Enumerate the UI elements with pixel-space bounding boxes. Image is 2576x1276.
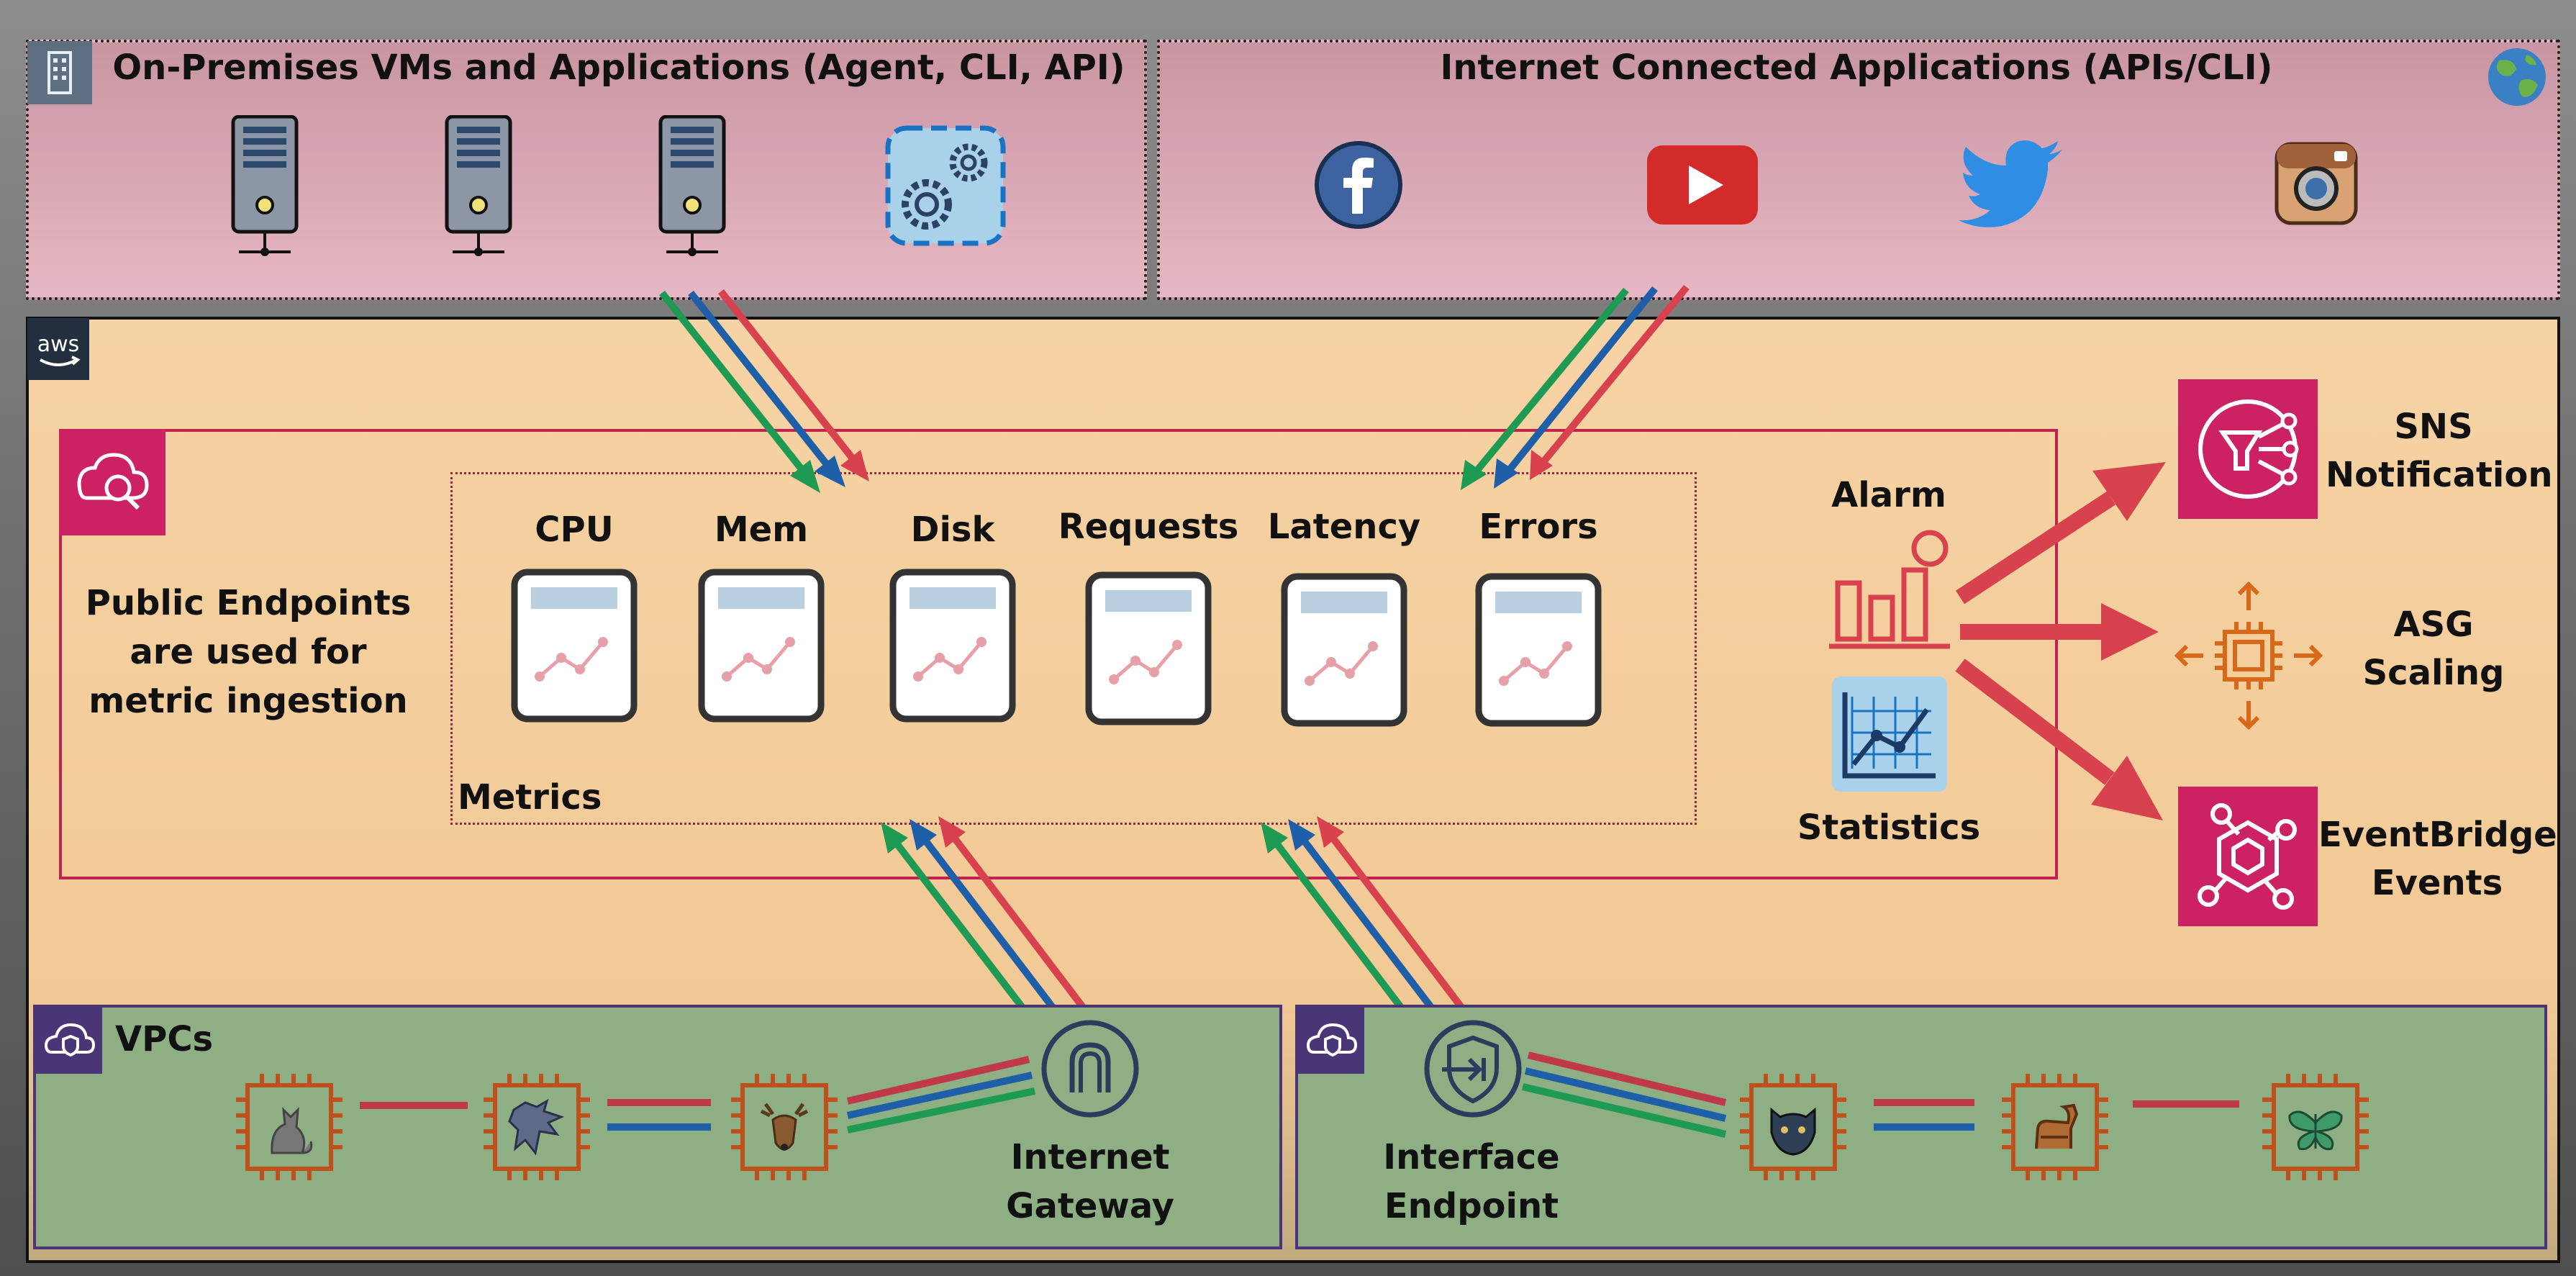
statistics-icon bbox=[1831, 675, 1949, 793]
eventbridge-icon bbox=[2178, 787, 2318, 926]
interface-endpoint-label-line-2: Endpoint bbox=[1384, 1186, 1559, 1226]
server-icon bbox=[443, 115, 514, 259]
building-icon bbox=[27, 41, 92, 104]
metric-card-disk bbox=[889, 569, 1016, 723]
server-icon bbox=[229, 115, 301, 259]
asg-icon bbox=[2174, 582, 2323, 730]
arrow-to-sns bbox=[1955, 491, 2116, 605]
aws-logo-text: aws bbox=[37, 332, 80, 357]
internet-title: Internet Connected Applications (APIs/CL… bbox=[1440, 47, 2273, 88]
vpc-connections bbox=[360, 1051, 2239, 1138]
metric-label-requests: Requests bbox=[1058, 507, 1239, 547]
ec2-instance-dog-icon bbox=[1996, 1068, 2114, 1186]
metric-card-cpu bbox=[511, 569, 638, 723]
alarm-label: Alarm bbox=[1831, 475, 1946, 515]
vpcs-title: VPCs bbox=[115, 1019, 214, 1059]
eventbridge-label-line-2: Events bbox=[2371, 863, 2503, 903]
metrics-panel bbox=[450, 472, 1697, 825]
metric-card-mem bbox=[698, 569, 825, 723]
internet-gateway-label-line-1: Internet bbox=[1010, 1137, 1170, 1177]
ec2-instance-dragon-icon bbox=[478, 1068, 596, 1186]
cloudwatch-icon bbox=[59, 429, 165, 535]
public-endpoints-line-3: metric ingestion bbox=[89, 681, 408, 721]
twitter-icon bbox=[1957, 137, 2065, 230]
ec2-instance-cat-icon bbox=[230, 1068, 348, 1186]
ec2-instance-panther-icon bbox=[1734, 1068, 1852, 1186]
ingestion-arrows-top bbox=[659, 284, 1690, 493]
metric-label-latency: Latency bbox=[1267, 507, 1421, 547]
vpc-icon bbox=[36, 1008, 102, 1074]
interface-endpoint-icon bbox=[1422, 1018, 1524, 1120]
public-endpoints-line-1: Public Endpoints bbox=[85, 583, 412, 623]
asg-label-line-2: Scaling bbox=[2362, 653, 2505, 693]
application-gears-icon bbox=[884, 124, 1007, 248]
interface-endpoint-label-line-1: Interface bbox=[1383, 1137, 1560, 1177]
metrics-label: Metrics bbox=[458, 777, 602, 818]
sns-label-line-1: SNS bbox=[2394, 407, 2473, 447]
metric-card-latency bbox=[1281, 573, 1407, 727]
youtube-icon bbox=[1646, 144, 1759, 226]
sns-icon bbox=[2178, 379, 2318, 519]
onprem-title: On-Premises VMs and Applications (Agent,… bbox=[112, 47, 1125, 88]
ingestion-arrows-bottom bbox=[881, 816, 1472, 1032]
alarm-action-arrows bbox=[1955, 462, 2166, 820]
globe-icon bbox=[2485, 45, 2549, 109]
facebook-icon bbox=[1314, 140, 1403, 230]
metric-label-disk: Disk bbox=[910, 510, 995, 550]
alarm-icon bbox=[1828, 527, 1951, 651]
metric-card-requests bbox=[1085, 571, 1212, 725]
metric-label-mem: Mem bbox=[714, 510, 809, 550]
asg-label-line-1: ASG bbox=[2393, 605, 2474, 645]
ec2-instance-butterfly-icon bbox=[2257, 1068, 2375, 1186]
ec2-instance-deer-icon bbox=[725, 1068, 843, 1186]
internet-gateway-icon bbox=[1039, 1018, 1141, 1120]
metric-label-errors: Errors bbox=[1479, 507, 1598, 547]
server-icon bbox=[656, 115, 728, 259]
vpc-icon bbox=[1298, 1008, 1364, 1074]
internet-gateway-label-line-2: Gateway bbox=[1006, 1186, 1174, 1226]
sns-label-line-2: Notification bbox=[2326, 455, 2553, 495]
metric-card-errors bbox=[1475, 573, 1602, 727]
eventbridge-label-line-1: EventBridge bbox=[2318, 815, 2557, 855]
cloudwatch-panel bbox=[59, 429, 2058, 879]
public-endpoints-line-2: are used for bbox=[130, 632, 367, 672]
metric-label-cpu: CPU bbox=[535, 510, 614, 550]
arrow-to-eventbridge bbox=[1955, 659, 2115, 785]
instagram-icon bbox=[2274, 141, 2359, 226]
statistics-label: Statistics bbox=[1797, 807, 1981, 848]
aws-logo-icon: aws bbox=[27, 318, 89, 380]
